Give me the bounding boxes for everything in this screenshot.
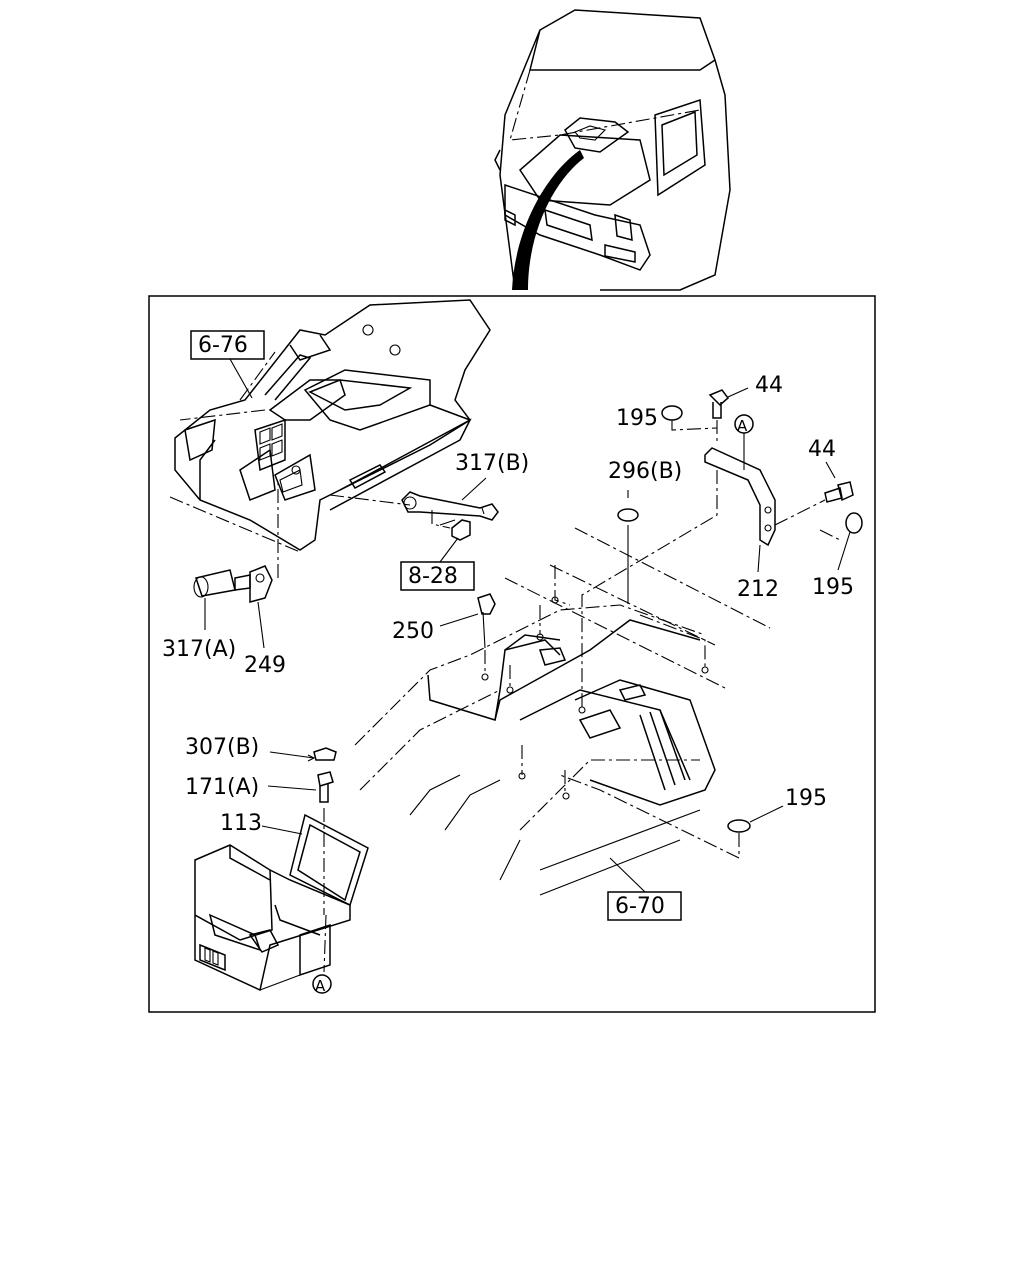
part-212-bracket xyxy=(704,447,776,547)
label-44-top: 44 xyxy=(755,373,783,398)
part-44-bolt-right xyxy=(824,481,854,503)
callout-a-top-letter: A xyxy=(737,417,748,435)
part-8-28-connector xyxy=(431,510,471,541)
ref-label-6-70: 6-70 xyxy=(615,894,665,919)
part-195-plug-bottom xyxy=(727,819,751,833)
label-307b: 307(B) xyxy=(185,735,259,760)
label-212: 212 xyxy=(737,577,779,602)
part-317a-socket xyxy=(193,569,251,598)
label-113: 113 xyxy=(220,811,262,836)
label-195-top: 195 xyxy=(616,406,658,431)
label-317a: 317(A) xyxy=(162,637,236,662)
label-296b: 296(B) xyxy=(608,459,682,484)
part-195-plug-right xyxy=(845,512,863,534)
label-44-right: 44 xyxy=(808,437,836,462)
callout-a-bottom-letter: A xyxy=(315,977,326,995)
instrument-panel-cover xyxy=(169,299,491,553)
part-195-plug-top xyxy=(661,405,683,421)
storage-box-113 xyxy=(194,813,369,992)
truck-cab-overview xyxy=(494,9,731,291)
label-250: 250 xyxy=(392,619,434,644)
part-171a-screw xyxy=(317,771,334,803)
part-44-bolt-top xyxy=(708,389,730,419)
ref-label-6-76: 6-76 xyxy=(198,333,248,358)
label-171a: 171(A) xyxy=(185,775,259,800)
ref-label-8-28: 8-28 xyxy=(408,564,458,589)
label-317b: 317(B) xyxy=(455,451,529,476)
cab-floor-panel xyxy=(354,527,771,896)
part-249-bracket xyxy=(249,565,273,603)
part-296b-plug xyxy=(617,508,639,522)
label-249: 249 xyxy=(244,653,286,678)
ref-box-8-28 xyxy=(400,561,475,591)
part-317b-cable xyxy=(401,477,499,521)
label-195-right: 195 xyxy=(812,575,854,600)
callout-a-bottom xyxy=(312,974,332,994)
part-307b-cap xyxy=(313,747,337,761)
label-195-bottom: 195 xyxy=(785,786,827,811)
part-250-clip xyxy=(477,593,496,649)
detail-frame xyxy=(148,295,876,1013)
ref-box-6-76 xyxy=(190,330,265,360)
